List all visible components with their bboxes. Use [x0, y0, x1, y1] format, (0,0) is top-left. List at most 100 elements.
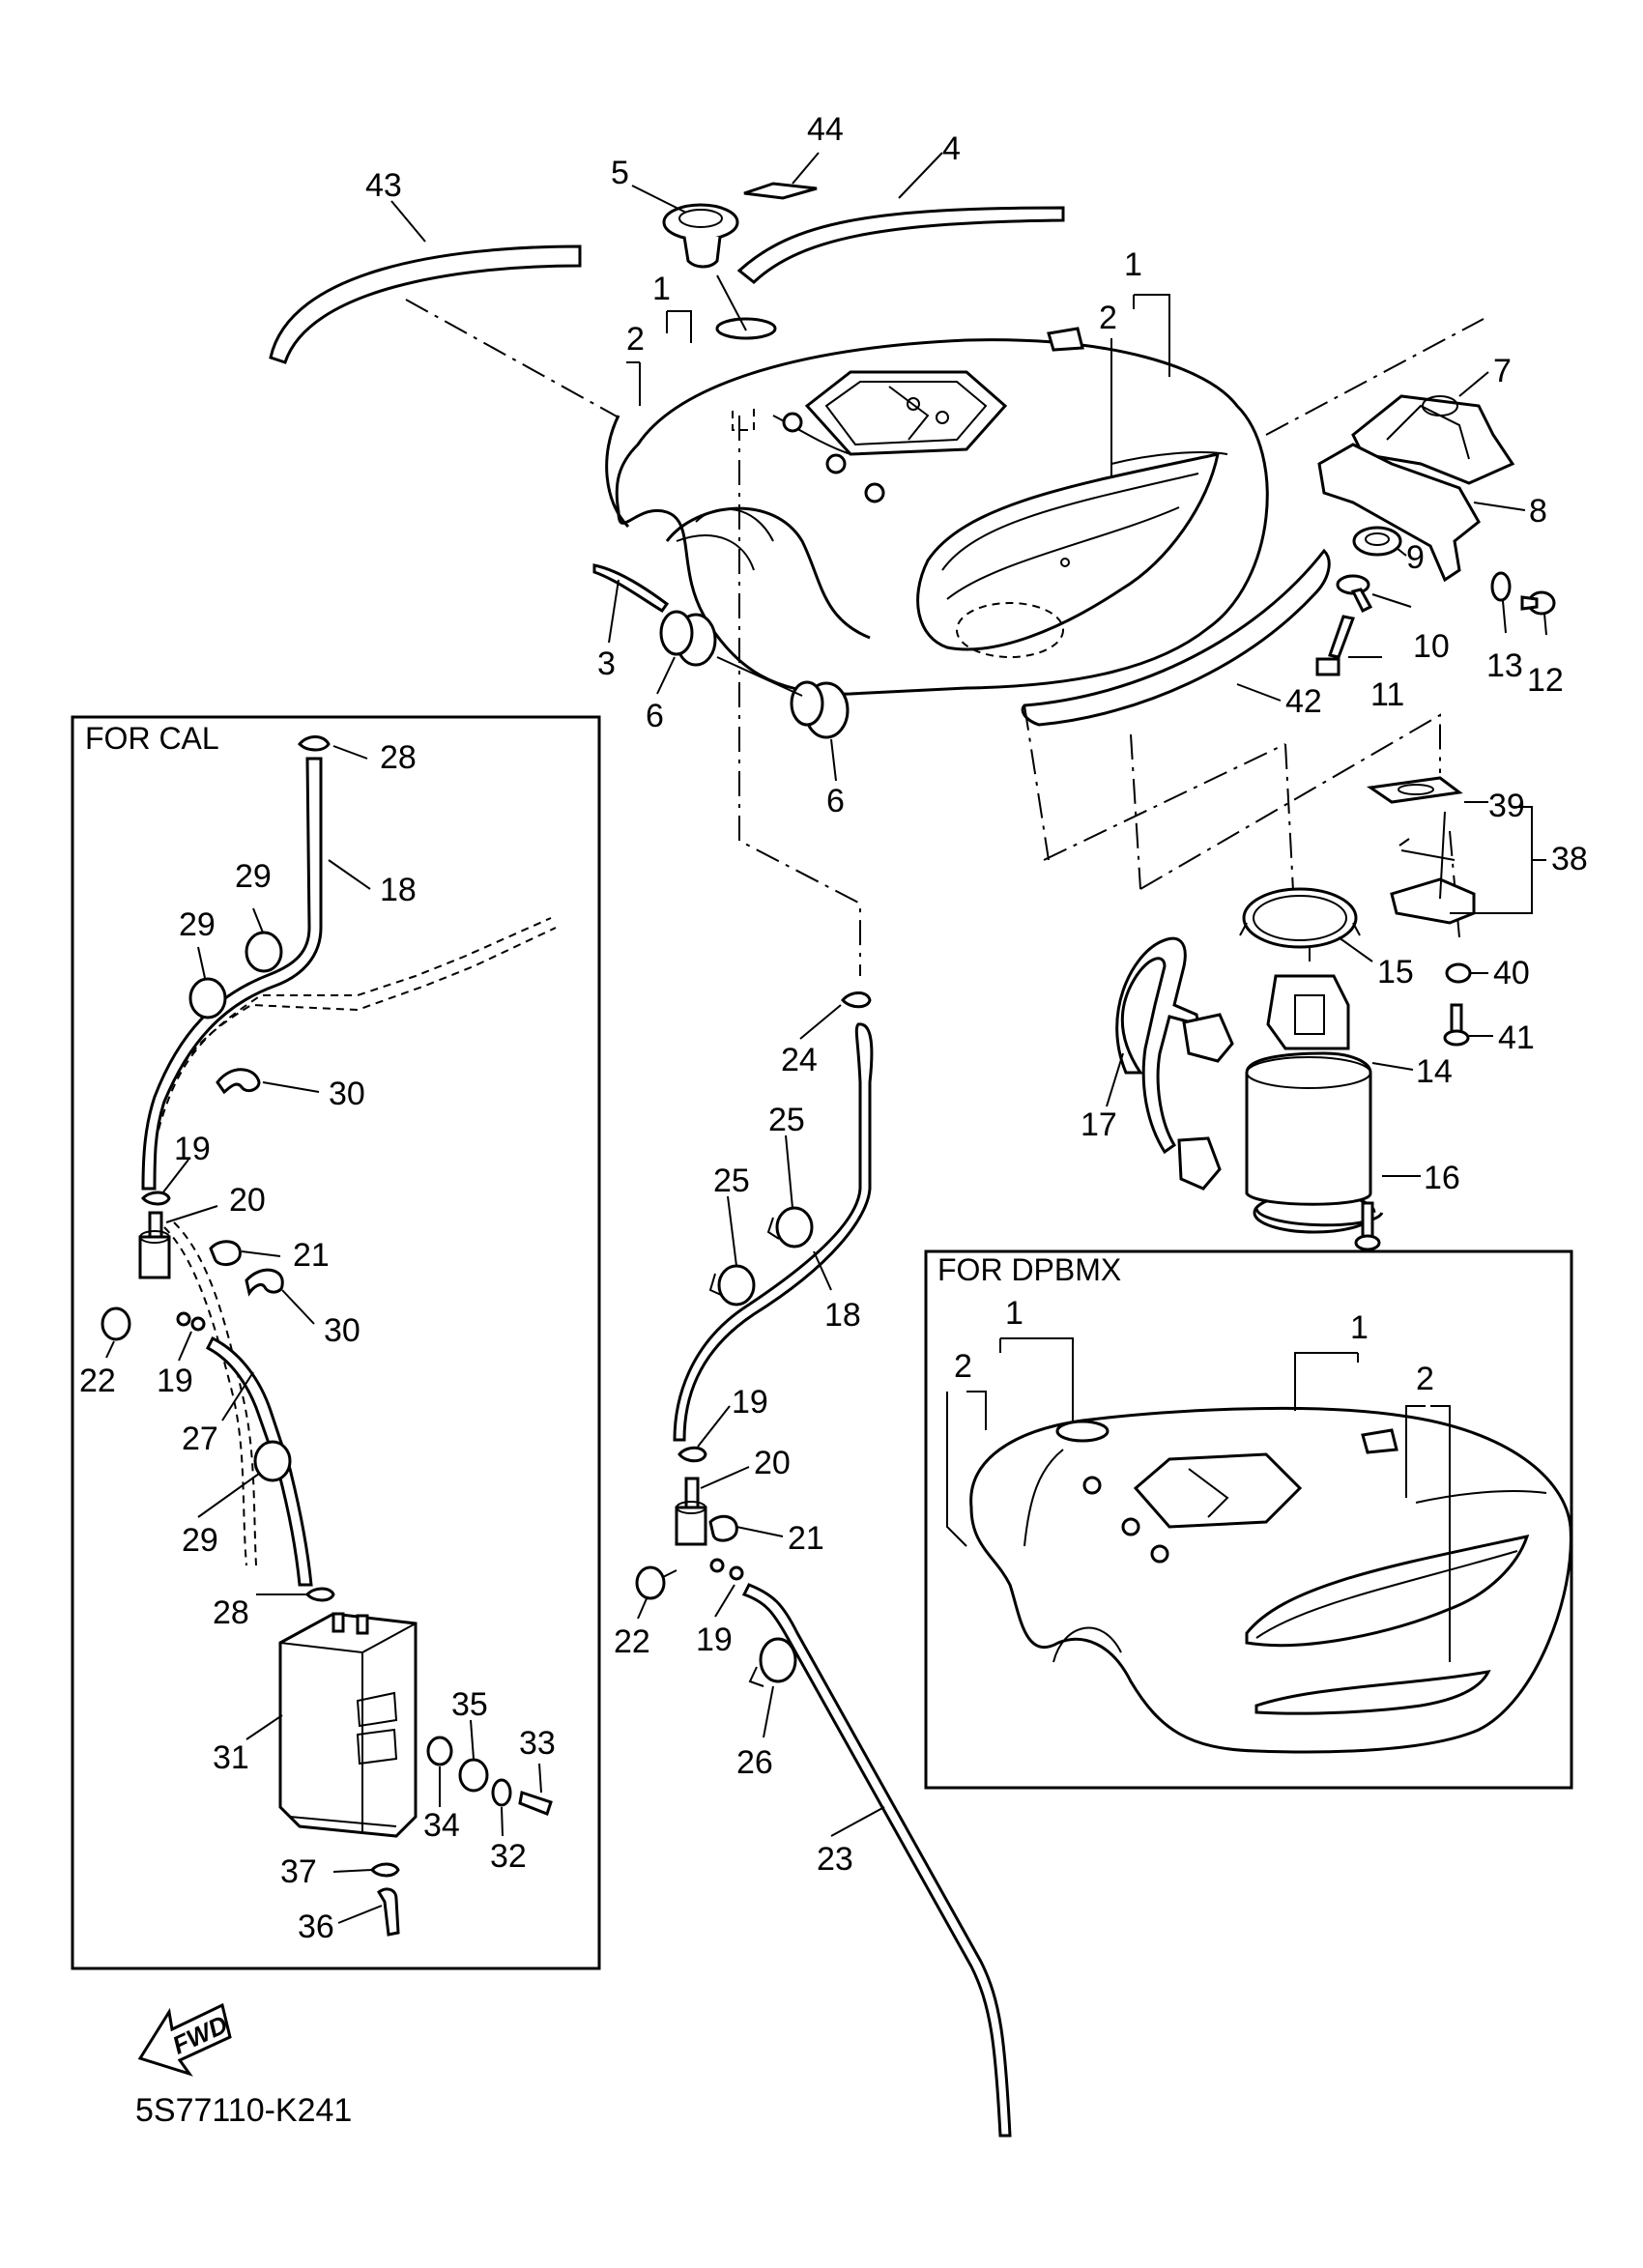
- callout-1-dpbmx: 1: [1005, 1295, 1023, 1332]
- callout-42: 42: [1285, 683, 1322, 720]
- fuel-hose-18: [673, 1022, 874, 1442]
- callout-32: 32: [490, 1838, 527, 1875]
- callout-18-cal: 18: [380, 872, 417, 908]
- bolt-41: [1443, 1003, 1470, 1047]
- callout-13: 13: [1486, 647, 1523, 684]
- fuel-hose-assembly: [1115, 936, 1234, 1191]
- callout-30: 30: [329, 1076, 365, 1112]
- callout-20: 20: [754, 1445, 791, 1481]
- callout-25: 25: [768, 1102, 805, 1138]
- callout-14: 14: [1416, 1053, 1453, 1090]
- callout-44: 44: [807, 111, 844, 148]
- collar: [1336, 574, 1373, 614]
- fuel-tank-main: [605, 317, 1269, 696]
- drawing-code: 5S77110-K241: [135, 2092, 352, 2129]
- dpbmx-variant-box: [924, 1249, 1573, 1790]
- callout-29-b: 29: [179, 906, 216, 943]
- callout-28-b: 28: [213, 1594, 249, 1631]
- callout-labels: 43 44 4 5 1 2 1 2 7 8 9 10 11 13 12 42 3…: [79, 111, 1588, 1945]
- callout-39: 39: [1488, 788, 1525, 824]
- callout-29: 29: [235, 858, 272, 895]
- clip-24: [841, 991, 872, 1009]
- callout-19-cal-b: 19: [157, 1363, 193, 1399]
- pump-gasket-ring: [1239, 887, 1361, 962]
- tank-cap: [662, 203, 747, 331]
- callout-34: 34: [423, 1807, 460, 1844]
- cap-22b: [635, 1565, 677, 1600]
- callout-25-b: 25: [713, 1163, 750, 1199]
- callout-38: 38: [1551, 841, 1588, 877]
- callout-16: 16: [1424, 1160, 1460, 1196]
- grommet: [1352, 526, 1402, 557]
- leader-lines: [105, 152, 1547, 1924]
- callout-4: 4: [942, 130, 961, 167]
- callout-41: 41: [1498, 1019, 1535, 1056]
- callout-37: 37: [280, 1853, 317, 1890]
- fuel-hose-18-cal: [141, 757, 323, 1191]
- charcoal-canister: [278, 1612, 418, 1838]
- callout-6-b: 6: [826, 783, 845, 819]
- callout-36: 36: [298, 1909, 334, 1945]
- callout-22: 22: [614, 1623, 650, 1660]
- callout-2-dpbmx: 2: [954, 1348, 972, 1385]
- callout-27: 27: [182, 1421, 218, 1457]
- callout-2-dpbmx-b: 2: [1416, 1361, 1434, 1397]
- left-rubber-strip: [269, 244, 582, 364]
- side-trim: [1021, 548, 1331, 727]
- callout-22-cal: 22: [79, 1363, 116, 1399]
- clamp-25b: [708, 1264, 756, 1306]
- callout-28: 28: [380, 739, 417, 776]
- callout-1-right: 1: [1124, 246, 1142, 283]
- right-rubber-strip: [736, 206, 1065, 284]
- bolt-11: [1315, 615, 1356, 676]
- callout-20-cal: 20: [229, 1182, 266, 1219]
- callout-30-b: 30: [324, 1312, 360, 1349]
- callout-3: 3: [597, 646, 616, 682]
- damper-2: [790, 680, 850, 739]
- callout-43: 43: [365, 167, 402, 204]
- callout-12: 12: [1527, 662, 1564, 699]
- washer-13: [1490, 571, 1512, 602]
- damper-1: [659, 610, 717, 667]
- clip-28a: [297, 735, 331, 752]
- callout-19: 19: [732, 1384, 768, 1421]
- drain-hose-23: [741, 1583, 1012, 2138]
- side-bracket: [1317, 443, 1481, 583]
- callout-33: 33: [519, 1725, 556, 1762]
- callout-2-right: 2: [1099, 300, 1117, 336]
- callout-9: 9: [1406, 539, 1425, 576]
- cal-box-title: FOR CAL: [85, 721, 219, 756]
- callout-35: 35: [451, 1686, 488, 1723]
- cal-box-contents: [101, 735, 557, 1937]
- forward-arrow-icon: FWD: [137, 2002, 232, 2077]
- callout-5: 5: [611, 155, 629, 191]
- bolt-12: [1520, 590, 1556, 616]
- callout-1: 1: [652, 271, 671, 307]
- callout-31: 31: [213, 1739, 249, 1776]
- callout-23: 23: [817, 1841, 853, 1878]
- callout-24: 24: [781, 1042, 818, 1078]
- callout-21: 21: [788, 1520, 824, 1557]
- bolt-16: [1354, 1201, 1381, 1251]
- callout-1-dpbmx-b: 1: [1350, 1309, 1369, 1346]
- emblem-plate: [743, 182, 818, 200]
- fuel-pump: [1245, 974, 1384, 1234]
- callout-7: 7: [1493, 353, 1512, 389]
- callout-26: 26: [736, 1744, 773, 1781]
- washer-40: [1445, 962, 1472, 984]
- callout-11: 11: [1370, 676, 1404, 713]
- clip-19b: [677, 1446, 707, 1463]
- fuel-sender-bracket: [1366, 776, 1476, 925]
- callout-29-c: 29: [182, 1522, 218, 1559]
- cal-variant-box: [71, 715, 601, 1970]
- callout-21-cal: 21: [293, 1237, 330, 1274]
- callout-2: 2: [626, 321, 645, 358]
- clamp-21b: [708, 1514, 738, 1542]
- clamp-25a: [766, 1206, 814, 1249]
- callout-19-b: 19: [696, 1622, 733, 1658]
- fitting-20b: [675, 1477, 707, 1546]
- callout-17: 17: [1081, 1106, 1117, 1143]
- dpbmx-tank: [969, 1406, 1572, 1754]
- vent-hose: [592, 563, 670, 613]
